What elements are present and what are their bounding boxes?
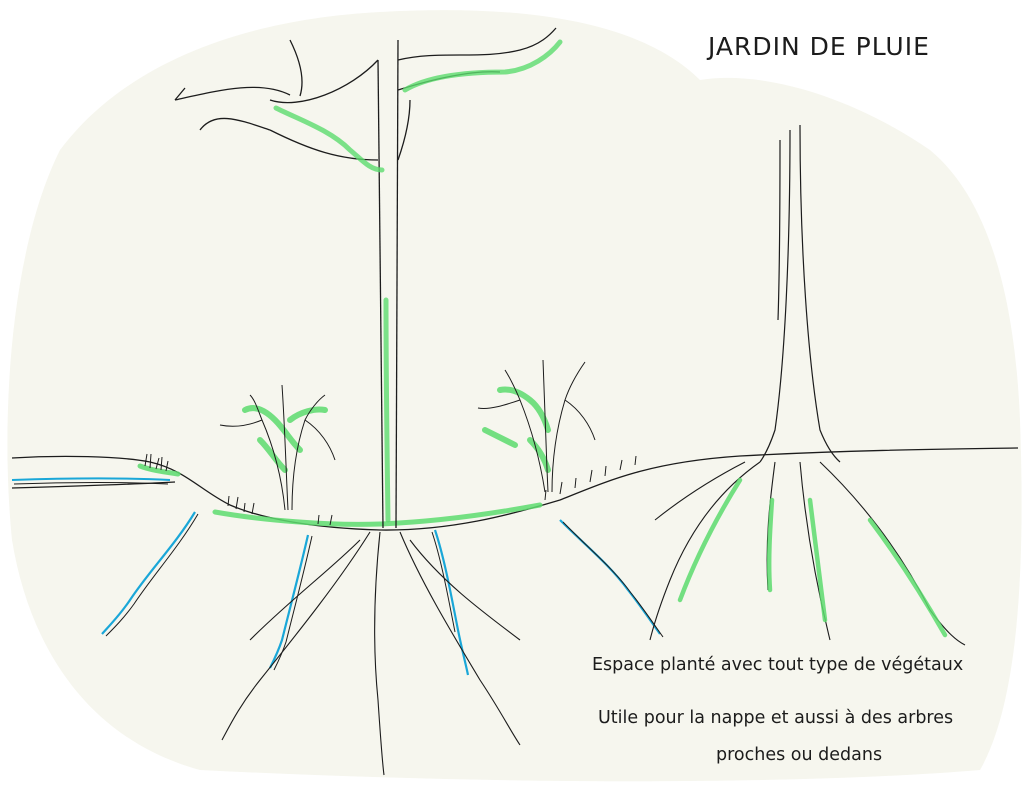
- caption-planted-space: Espace planté avec tout type de végétaux: [592, 655, 963, 675]
- diagram-title: JARDIN DE PLUIE: [708, 32, 930, 61]
- caption-useful-line1: Utile pour la nappe et aussi à des arbre…: [598, 708, 953, 728]
- caption-useful-line2: proches ou dedans: [716, 745, 882, 765]
